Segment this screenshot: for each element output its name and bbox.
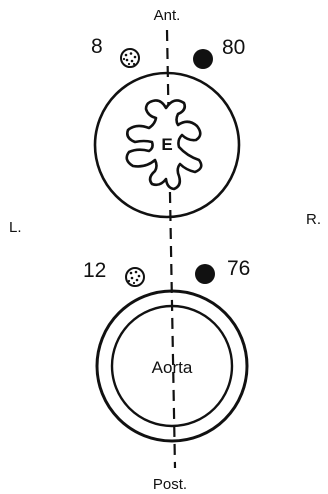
label-right: R. (306, 211, 321, 228)
esophagus-lumen (125, 99, 203, 191)
solid-dot-lower (195, 264, 215, 284)
aorta-inner-wall (110, 304, 234, 428)
stippled-dot-lower (125, 267, 145, 287)
label-anterior: Ant. (154, 7, 181, 24)
label-esophagus: E (161, 135, 172, 154)
solid-dot-upper (193, 49, 213, 69)
esophagus-outline (93, 71, 241, 219)
midline (165, 29, 177, 469)
label-posterior: Post. (153, 476, 187, 493)
marker-lower-left-number: 12 (83, 259, 106, 282)
stippled-dot-upper (120, 48, 140, 68)
marker-lower-right-number: 76 (227, 257, 250, 280)
aorta-outer-wall (95, 289, 249, 443)
label-left: L. (9, 219, 22, 236)
marker-upper-left-number: 8 (91, 35, 103, 58)
label-aorta: Aorta (152, 358, 193, 377)
marker-upper-right-number: 80 (222, 36, 245, 59)
